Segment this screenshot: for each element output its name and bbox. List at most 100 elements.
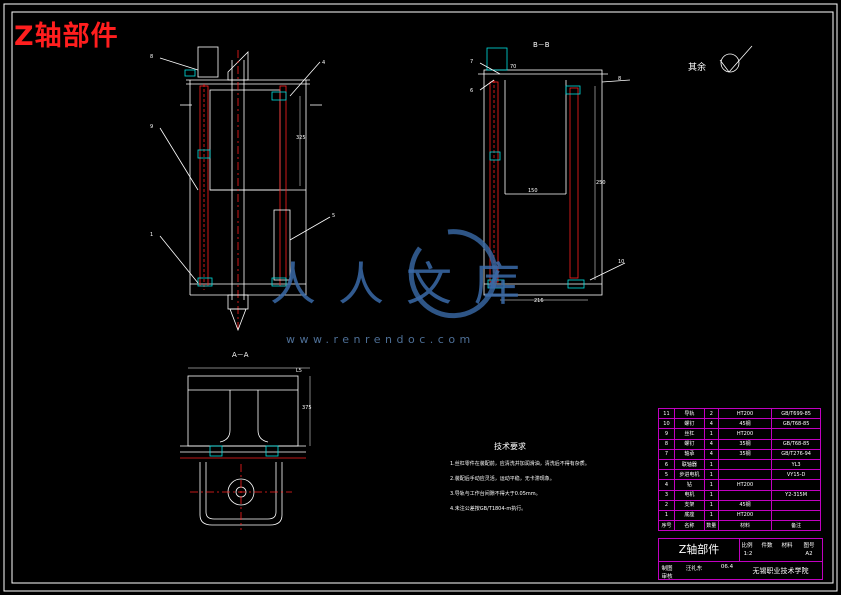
- bom-cell-mat: HT200: [717, 479, 773, 491]
- tech-note: 3.导轨与工作台间隙不得大于0.05mm。: [450, 491, 541, 497]
- bom-cell-name: 轴承: [673, 448, 705, 460]
- bom-cell-no: 8: [658, 438, 675, 450]
- bom-cell-mat: 45钢: [717, 418, 773, 430]
- bom-cell-no: 9: [658, 428, 675, 440]
- bom-cell-qty: 1: [703, 469, 719, 481]
- bom-cell-no: 11: [658, 407, 675, 420]
- watermark-url: www.renrendoc.com: [286, 333, 475, 346]
- bom-cell-name: 螺钉: [673, 438, 705, 450]
- bom-cell-qty: 4: [703, 418, 719, 430]
- bom-cell-name: 联轴器: [673, 458, 705, 471]
- balloon: 10: [618, 259, 625, 265]
- bom-cell-no: 7: [658, 448, 675, 460]
- bom-cell-no: 2: [658, 499, 675, 511]
- bom-cell-name: 支架: [673, 499, 705, 511]
- bom-cell-note: [771, 509, 821, 522]
- bom-cell-qty: 4: [703, 438, 719, 450]
- bom-cell-name: 步进电机: [673, 469, 705, 481]
- tb-sheet: A2: [805, 551, 813, 557]
- bom-cell-mat: 35钢: [717, 448, 773, 460]
- balloon: 9: [150, 124, 154, 130]
- bom-cell-name: 导轨: [673, 407, 705, 420]
- balloon: 8: [618, 76, 622, 82]
- bom-header-cell: 名称: [673, 520, 705, 532]
- roughness-symbol: [719, 45, 753, 73]
- bom-cell-name: 底座: [673, 509, 705, 522]
- bom-cell-qty: 1: [703, 509, 719, 522]
- bom-cell-name: 钻: [673, 479, 705, 491]
- tb-label: 比例: [741, 543, 753, 549]
- tb-school: 无锡职业技术学院: [739, 561, 822, 580]
- balloon: 7: [470, 59, 474, 65]
- bom-cell-no: 6: [658, 458, 675, 471]
- title-block-name: Z轴部件: [659, 539, 740, 562]
- title-block: Z轴部件 比例 件数 材料 图号 1:2 A2 制图 汪礼东 06.4 审核 无…: [658, 538, 823, 580]
- section-label-bb: B－B: [533, 41, 550, 49]
- bom-cell-note: GB/T68-85: [771, 418, 821, 430]
- watermark-text: 人人文库: [270, 257, 542, 311]
- bom-cell-mat: [717, 489, 773, 501]
- front-view: [159, 46, 331, 332]
- bom-cell-mat: [717, 458, 773, 471]
- bom-cell-note: GB/T699-85: [771, 407, 821, 420]
- bom-cell-qty: 4: [703, 448, 719, 460]
- bom-cell-mat: HT200: [717, 407, 773, 420]
- bom-cell-no: 5: [658, 469, 675, 481]
- dim-text: L5: [296, 368, 302, 374]
- bom-cell-name: 螺钉: [673, 418, 705, 430]
- bom-cell-mat: [717, 469, 773, 481]
- tech-note: 1.丝杠零件在装配前，应清洗并加润滑油，清洗后不得有杂质。: [450, 461, 590, 467]
- bom-header-cell: 备注: [771, 520, 821, 532]
- tech-note: 2.装配后手动应灵活，运动平稳，无卡滞现象。: [450, 476, 555, 482]
- page-title: Z轴部件: [14, 21, 119, 52]
- tb-date: 06.4: [720, 564, 734, 570]
- bom-header-cell: 序号: [658, 520, 675, 532]
- section-view-aa: [180, 367, 311, 530]
- dim-text: 375: [302, 405, 312, 411]
- bom-cell-note: YL3: [771, 458, 821, 471]
- bom-cell-qty: 1: [703, 458, 719, 471]
- bom-cell-name: 电机: [673, 489, 705, 501]
- bom-cell-no: 4: [658, 479, 675, 491]
- bom-cell-mat: HT200: [717, 428, 773, 440]
- tech-note: 4.未注公差按GB/T1804-m执行。: [450, 506, 527, 512]
- tb-label: 件数: [761, 543, 773, 549]
- bom-cell-qty: 1: [703, 479, 719, 491]
- balloon: 1: [150, 232, 154, 238]
- balloon: 4: [322, 60, 326, 66]
- bom-cell-note: GB/T68-85: [771, 438, 821, 450]
- tb-scale: 1:2: [743, 551, 753, 557]
- tb-label: 制图: [661, 566, 673, 572]
- bom-cell-qty: 2: [703, 407, 719, 420]
- dim-text: 325: [296, 135, 306, 141]
- bom-header-row: 序号 名称 数量 材料 备注: [658, 520, 821, 532]
- bom-cell-note: [771, 499, 821, 511]
- bom-cell-note: VY15-D: [771, 469, 821, 481]
- dim-text: 216: [534, 298, 544, 304]
- bom-cell-no: 1: [658, 509, 675, 522]
- bom-cell-no: 10: [658, 418, 675, 430]
- bom-cell-note: GB/T276-94: [771, 448, 821, 460]
- rest-roughness-label: 其余: [688, 63, 707, 73]
- watermark-logo: [408, 229, 498, 319]
- bom-cell-note: [771, 428, 821, 440]
- bom-cell-mat: 45钢: [717, 499, 773, 511]
- bom-cell-mat: 35钢: [717, 438, 773, 450]
- bom-cell-qty: 1: [703, 428, 719, 440]
- balloon: 6: [470, 88, 474, 94]
- tb-label: 审核: [661, 574, 673, 580]
- bom-header-cell: 数量: [703, 520, 719, 532]
- tb-label: 材料: [781, 543, 793, 549]
- bom-cell-note: [771, 479, 821, 491]
